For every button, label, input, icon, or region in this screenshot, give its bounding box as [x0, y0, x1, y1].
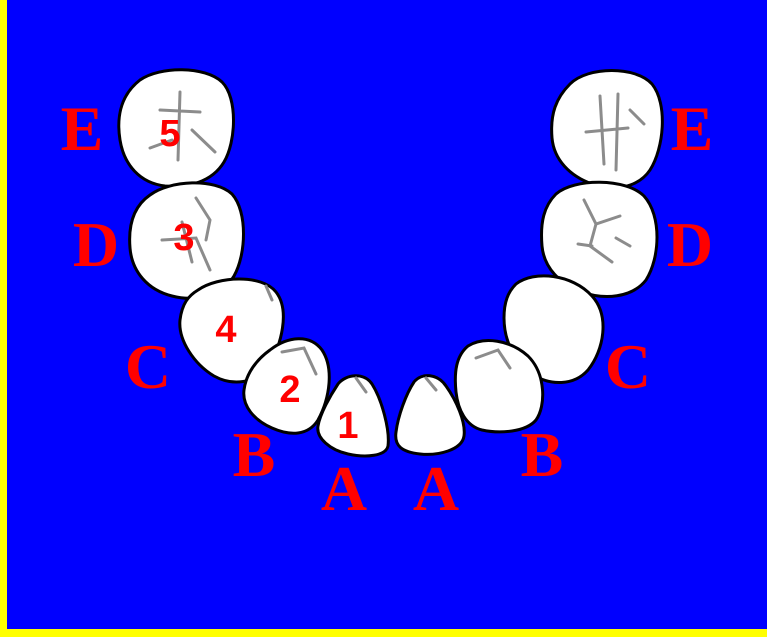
tooth-right-e	[552, 71, 663, 188]
letter-right-c: C	[605, 331, 651, 402]
letter-right-e: E	[671, 93, 714, 164]
number-5: 5	[159, 113, 180, 155]
letter-left-a: A	[321, 453, 367, 524]
number-2: 2	[279, 369, 300, 411]
letter-left-c: C	[125, 331, 171, 402]
letter-right-a: A	[413, 453, 459, 524]
letter-right-d: D	[667, 209, 713, 280]
letter-right-b: B	[521, 419, 564, 490]
letter-left-d: D	[73, 209, 119, 280]
number-1: 1	[337, 405, 358, 447]
letter-left-b: B	[233, 419, 276, 490]
number-4: 4	[215, 309, 236, 351]
number-3: 3	[173, 217, 194, 259]
letter-left-e: E	[61, 93, 104, 164]
